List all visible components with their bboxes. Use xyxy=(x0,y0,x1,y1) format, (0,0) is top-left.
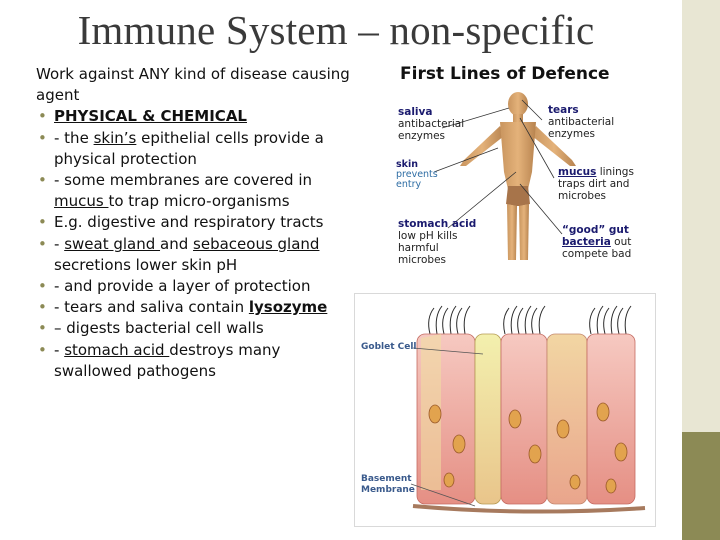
goblet-cell-label: Goblet Cell xyxy=(361,342,417,352)
bullet-text: epithelial cells provide a physical prot… xyxy=(54,128,324,168)
bullet-item: - stomach acid destroys many swallowed p… xyxy=(36,340,354,382)
bullet-text: PHYSICAL & CHEMICAL xyxy=(54,107,247,126)
intro-text: Work against ANY kind of disease causing… xyxy=(36,65,350,105)
diagram-title: First Lines of Defence xyxy=(400,64,610,84)
mucus-label: mucus linings traps dirt and microbes xyxy=(558,166,634,202)
bullet-text: and xyxy=(160,234,194,253)
underlined-term: sweat gland xyxy=(64,234,161,253)
underlined-term: mucus xyxy=(54,192,109,211)
bullet-text: to trap micro-organisms xyxy=(108,192,290,211)
bullet-text: - xyxy=(54,234,65,253)
bullet-item: - and provide a layer of protection xyxy=(36,276,354,297)
bullet-text: secretions lower skin pH xyxy=(54,255,238,274)
skin-label: skin prevents entry xyxy=(396,159,438,190)
first-lines-of-defence-diagram: First Lines of Defence saliva xyxy=(392,60,644,268)
bullet-item: - some membranes are covered in mucus to… xyxy=(36,170,354,212)
bullet-item: - tears and saliva contain lysozyme xyxy=(36,297,354,318)
bullet-text: - the xyxy=(54,128,94,147)
tears-label: tears antibacterial enzymes xyxy=(548,104,615,140)
bullet-text: E.g. digestive and respiratory tracts xyxy=(54,213,324,232)
body-text: Work against ANY kind of disease causing… xyxy=(36,64,354,382)
underlined-term: sebaceous gland xyxy=(193,234,320,253)
bullet-item: PHYSICAL & CHEMICAL xyxy=(36,106,354,127)
sidebar-accent-block xyxy=(682,432,720,540)
bullet-item: - sweat gland and sebaceous gland secret… xyxy=(36,234,354,276)
bullet-text: - some membranes are covered in xyxy=(54,171,313,190)
bullet-list: PHYSICAL & CHEMICAL - the skin’s epithel… xyxy=(36,106,354,382)
good-bacteria-label: “good” gut bacteria out compete bad xyxy=(562,224,632,260)
bullet-text: - tears and saliva contain xyxy=(54,298,249,317)
bullet-item: - the skin’s epithelial cells provide a … xyxy=(36,128,354,170)
basement-membrane-label: Basement Membrane xyxy=(361,474,415,495)
saliva-label: saliva antibacterial enzymes xyxy=(398,106,465,142)
stomach-acid-label: stomach acid low pH kills harmful microb… xyxy=(398,218,477,266)
slide-title: Immune System – non-specific xyxy=(77,7,595,53)
bullet-text: – digests bacterial cell walls xyxy=(54,319,264,338)
goblet-cell-diagram: Goblet Cell Basement Membrane xyxy=(354,293,656,527)
epithelium-illustration xyxy=(410,305,646,514)
bullet-text: - xyxy=(54,340,65,359)
bullet-item: – digests bacterial cell walls xyxy=(36,318,354,339)
bullet-text: - and provide a layer of protection xyxy=(54,277,311,296)
human-figure-illustration xyxy=(433,92,576,260)
underlined-term: stomach acid xyxy=(64,340,170,359)
underlined-term: lysozyme xyxy=(248,298,328,317)
bullet-text: destroys many swallowed pathogens xyxy=(54,340,281,380)
underlined-term: skin’s xyxy=(93,128,137,147)
bullet-item: E.g. digestive and respiratory tracts xyxy=(36,212,354,233)
